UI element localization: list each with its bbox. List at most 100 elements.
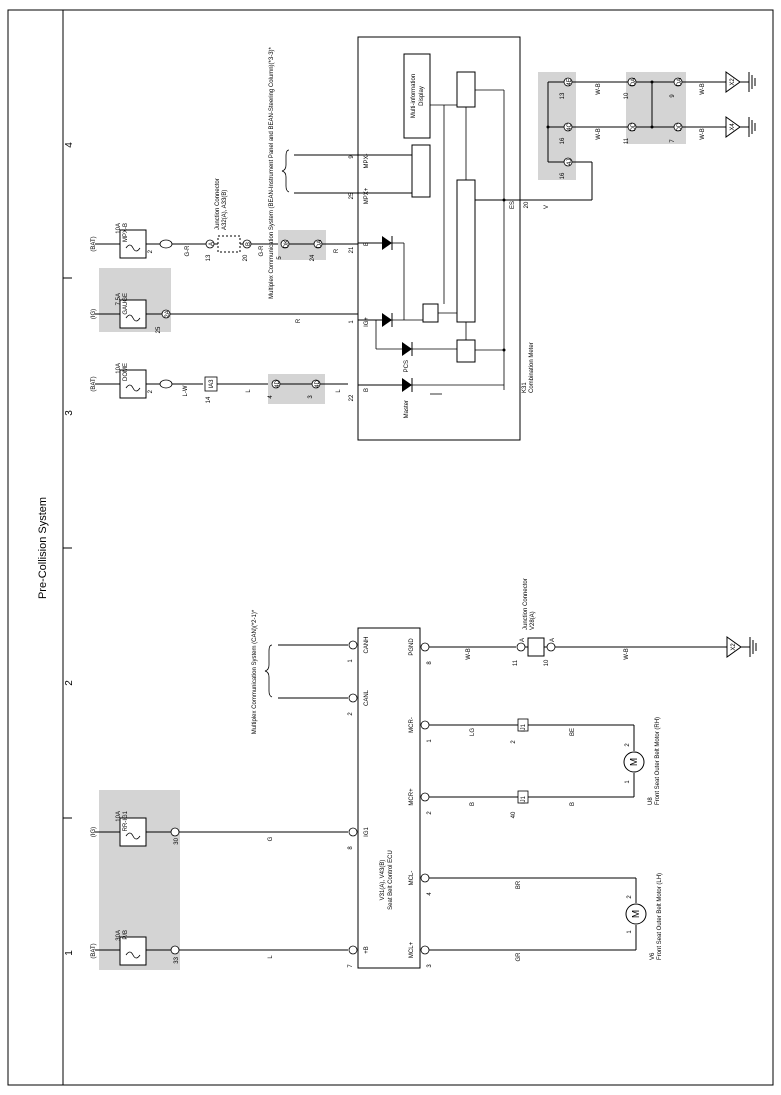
svg-text:10: 10 [624,92,630,99]
ground-junction-block: 4E 4C 4J 13 16 16 W-B W-B DA DD 10 11 DA… [546,77,726,179]
svg-text:2: 2 [148,249,154,253]
svg-text:13: 13 [560,92,566,99]
svg-text:4D: 4D [275,379,281,387]
svg-text:1: 1 [349,320,355,324]
svg-text:Front Seat Outer Belt Motor (R: Front Seat Outer Belt Motor (RH) [655,717,661,805]
seat-belt-control-ecu: V31(A), V43(B) Seat Belt Control ECU 7 +… [348,627,433,969]
svg-text:13: 13 [206,254,212,261]
svg-text:B: B [570,802,576,806]
svg-text:W-B: W-B [596,128,602,140]
fuse-p8: (BAT) 30A P/B 33 [91,930,180,966]
svg-text:9: 9 [349,155,355,159]
svg-text:MCL-: MCL- [409,871,415,886]
svg-text:10A: 10A [116,363,122,374]
svg-text:2: 2 [627,895,633,899]
bean-brace [281,149,290,193]
zone-4: 4 [64,142,75,148]
svg-text:Multi-information: Multi-information [411,74,417,118]
svg-text:V28(A): V28(A) [530,611,536,630]
svg-text:(BAT): (BAT) [91,236,97,251]
svg-text:IG+: IG+ [364,317,370,327]
page-title: Pre-Collision System [37,497,49,599]
svg-text:DA: DA [677,78,683,86]
svg-text:B: B [470,802,476,806]
svg-text:IJ1: IJ1 [521,795,527,804]
wire-label-l: L [268,955,274,959]
svg-text:5: 5 [277,256,283,260]
svg-text:Master: Master [404,400,410,418]
svg-text:LG: LG [470,728,476,736]
svg-text:Junction Connector: Junction Connector [523,578,529,630]
svg-text:25: 25 [156,326,162,333]
svg-text:Display: Display [419,86,425,106]
svg-text:W-B: W-B [700,128,706,140]
svg-text:R: R [296,318,302,323]
svg-text:11: 11 [513,659,519,666]
ground-x2-upper: X2 [725,71,756,93]
svg-text:2A: 2A [165,310,171,317]
svg-text:(BAT): (BAT) [91,943,97,958]
svg-text:10A: 10A [116,811,122,822]
ecu-name: Seat Belt Control ECU [388,850,394,910]
junction-v28 [527,637,545,657]
svg-text:2: 2 [511,740,517,744]
svg-text:A: A [520,638,526,642]
svg-text:PGND: PGND [409,638,415,656]
svg-text:Front Seat Outer Belt Motor (L: Front Seat Outer Belt Motor (LH) [657,873,663,960]
junction-a32 [217,235,241,253]
svg-text:A32(A), A33(B): A32(A), A33(B) [222,190,228,230]
svg-text:(BAT): (BAT) [91,376,97,391]
outer-frame [7,9,774,1086]
svg-text:21: 21 [349,246,355,253]
svg-text:16: 16 [560,172,566,179]
svg-text:DA: DA [317,240,323,248]
svg-text:1: 1 [627,930,633,934]
svg-text:8: 8 [427,661,433,665]
svg-text:7.5A: 7.5A [116,293,122,305]
svg-text:30A: 30A [116,930,122,941]
diode-b [382,236,392,250]
svg-text:MPX+: MPX+ [364,187,370,204]
bean-label: Multiplex Communication System (BEAN-Ins… [269,46,275,298]
svg-text:V6: V6 [650,952,656,960]
svg-text:B: B [364,388,370,392]
svg-text:24: 24 [310,254,316,261]
zone-markers: 1 2 3 4 [63,142,75,956]
svg-text:(IG): (IG) [91,309,97,319]
ground-x2-lower: X2 [726,636,757,658]
svg-text:4: 4 [427,892,433,896]
wire-label-gr: GR [516,952,522,962]
svg-text:B: B [364,242,370,246]
svg-text:X2: X2 [730,78,736,86]
svg-text:IA3: IA3 [209,379,215,389]
svg-text:CANL: CANL [364,689,370,706]
zone-2: 2 [64,680,75,686]
svg-text:Junction Connector: Junction Connector [215,178,221,230]
svg-text:2: 2 [148,389,154,393]
svg-text:+B: +B [364,946,370,954]
svg-text:22: 22 [349,394,355,401]
svg-text:ES: ES [510,201,516,209]
fuse-mpxb: (BAT) 10A MPX-B 2 [91,223,154,259]
wire-label-g: G [268,836,274,841]
svg-text:DK: DK [284,240,290,248]
svg-text:DD: DD [677,122,683,131]
ecu-id: V31(A), V43(B) [380,860,386,901]
svg-text:MPX-B: MPX-B [123,223,129,242]
svg-text:Combination Meter: Combination Meter [529,342,535,393]
can-label: Multiplex Communication System (CAN)(*2-… [252,609,258,734]
svg-text:10: 10 [544,659,550,666]
svg-text:9: 9 [670,94,676,98]
ground-x4: X4 [725,116,756,138]
svg-text:30: 30 [174,837,180,844]
meter-pins: 22 B 1 IG+ 21 B 25 MPX+ 9 MPX- 20 ES [349,153,530,401]
svg-text:2: 2 [625,743,631,747]
fuse-dome: (BAT) 10A DOME 2 [91,363,154,399]
belt-motor-rh: M 1 2 U8 Front Seat Outer Belt Motor (RH… [623,717,661,805]
svg-text:P/B: P/B [123,930,129,940]
svg-text:40: 40 [511,811,517,818]
svg-text:1: 1 [625,780,631,784]
svg-text:20: 20 [243,254,249,261]
svg-text:IJ1: IJ1 [521,723,527,732]
